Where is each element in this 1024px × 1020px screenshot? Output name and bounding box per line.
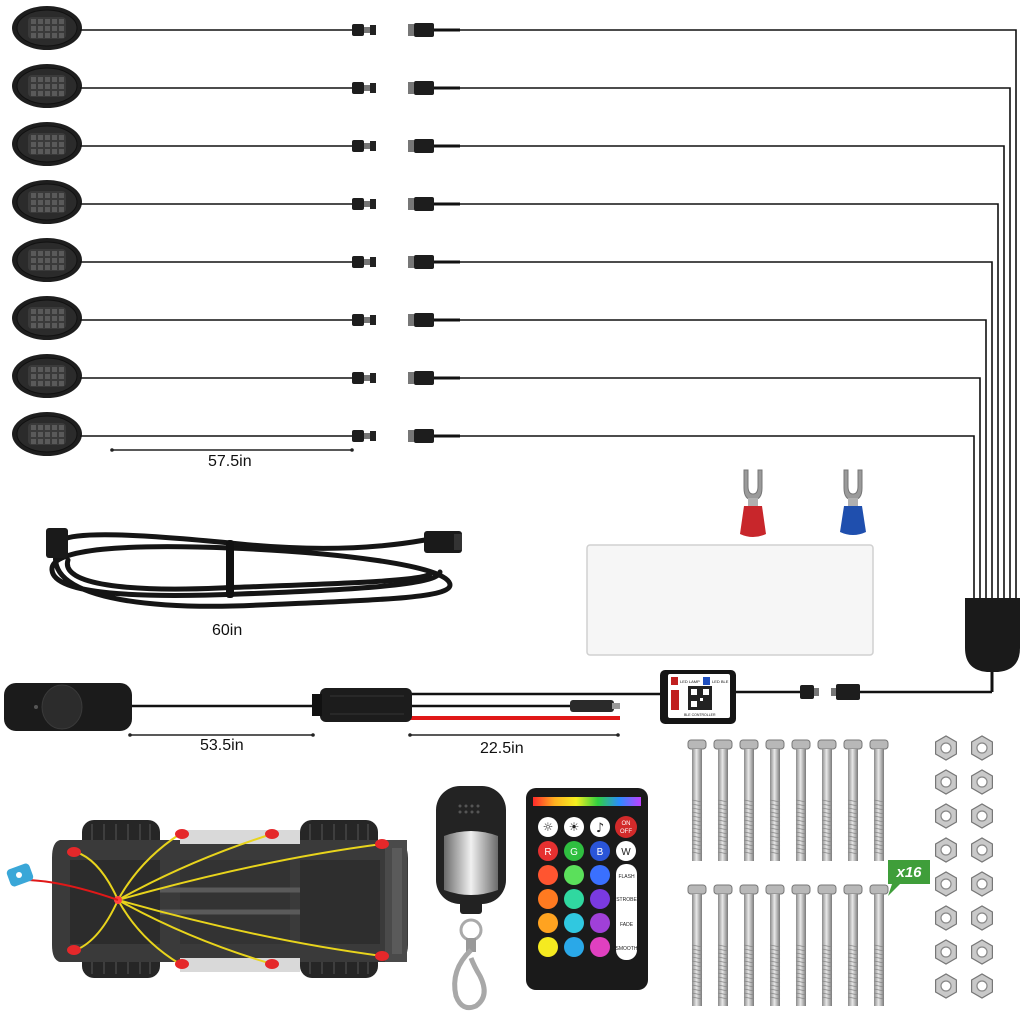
controller-wiring [130,690,992,708]
hex-nut [934,905,958,931]
brightness-down-icon[interactable]: ☼ [543,820,554,834]
pod-cable-length: 57.5in [208,453,252,470]
mounting-nuts [934,735,994,999]
hex-nut [970,735,994,761]
bolt [791,739,811,861]
dc-plug [570,700,614,712]
vehicle-install-diagram [6,820,408,978]
bolt [817,739,837,861]
hex-nut [970,803,994,829]
remote-r-label: R [544,847,551,858]
bolt [739,884,759,1006]
hex-nut [934,973,958,999]
extension-connector-left [46,528,68,558]
remote-fade-label: FADE [620,922,634,928]
key-fob-remote [436,786,506,1011]
led-pod [12,180,460,224]
led-pod [12,6,460,50]
remote-strobe-label: STROBE [616,897,637,903]
inline-power-box [312,688,412,722]
bolt [843,884,863,1006]
ring-terminal-blue [840,469,866,535]
led-pod [12,238,460,282]
remote-off-label: OFF [620,829,632,835]
bolt [765,739,785,861]
car-remote-sensor-icon [6,863,34,887]
bolt [713,739,733,861]
hub-connector [800,684,860,700]
bolt [765,884,785,1006]
quantity-badge: x16 [888,860,930,896]
bolt [739,739,759,861]
bolt [817,884,837,1006]
led-pod [12,296,460,340]
cable-tie [226,540,234,598]
hex-nut [970,837,994,863]
hex-nut [934,735,958,761]
remote-on-label: ON [622,821,631,827]
hex-nut [934,769,958,795]
hex-nut [970,939,994,965]
bolt [713,884,733,1006]
ring-terminal-red [740,469,766,537]
extension-cable-length: 60in [212,622,243,639]
extension-connector-right [424,531,462,553]
remote-b-label: B [597,847,604,858]
hex-nut [970,769,994,795]
brightness-up-icon[interactable]: ☀ [569,820,580,834]
remote-flash-label: FLASH [618,874,635,880]
adhesive-pad [586,544,874,656]
led-pod [12,354,460,398]
switch-cable-length: 53.5in [200,737,244,754]
bolt [843,739,863,861]
harness-bundle [460,29,1017,598]
pod-cable-dimension [110,448,354,452]
controller-text-3: BLE CONTROLLER [684,713,716,717]
bolt [869,884,889,1006]
mounting-bolts [687,739,889,1006]
power-cable-dimension [408,733,620,737]
led-pod [12,122,460,166]
led-pods [12,6,460,456]
rocker-switch [4,683,132,731]
quantity-badge-text: x16 [895,864,922,881]
hex-nut [970,905,994,931]
hex-nut [934,803,958,829]
led-pod [12,64,460,108]
hex-nut [970,871,994,897]
controller-text-2: LED BLE [712,679,729,684]
remote-smooth-label: SMOOTH [616,946,638,952]
splitter-hub [965,598,1020,692]
ble-controller: LED LAMP LED BLE BLE CONTROLLER [660,670,736,724]
switch-cable-dimension [128,733,315,737]
ir-remote: ☼ ☀ ♪ ON OFF R G B W FLASH STROBE FADE S… [526,788,648,990]
extension-cable-coil [49,532,453,609]
music-icon[interactable]: ♪ [596,821,604,836]
bolt [687,739,707,861]
hex-nut [934,837,958,863]
power-cable-length: 22.5in [480,740,524,757]
bolt [687,884,707,1006]
hex-nut [970,973,994,999]
bolt [869,739,889,861]
controller-text-1: LED LAMP [680,679,700,684]
led-pod [12,412,460,456]
remote-g-label: G [570,847,578,858]
remote-w-label: W [621,847,631,858]
bolt [791,884,811,1006]
hex-nut [934,939,958,965]
hex-nut [934,871,958,897]
